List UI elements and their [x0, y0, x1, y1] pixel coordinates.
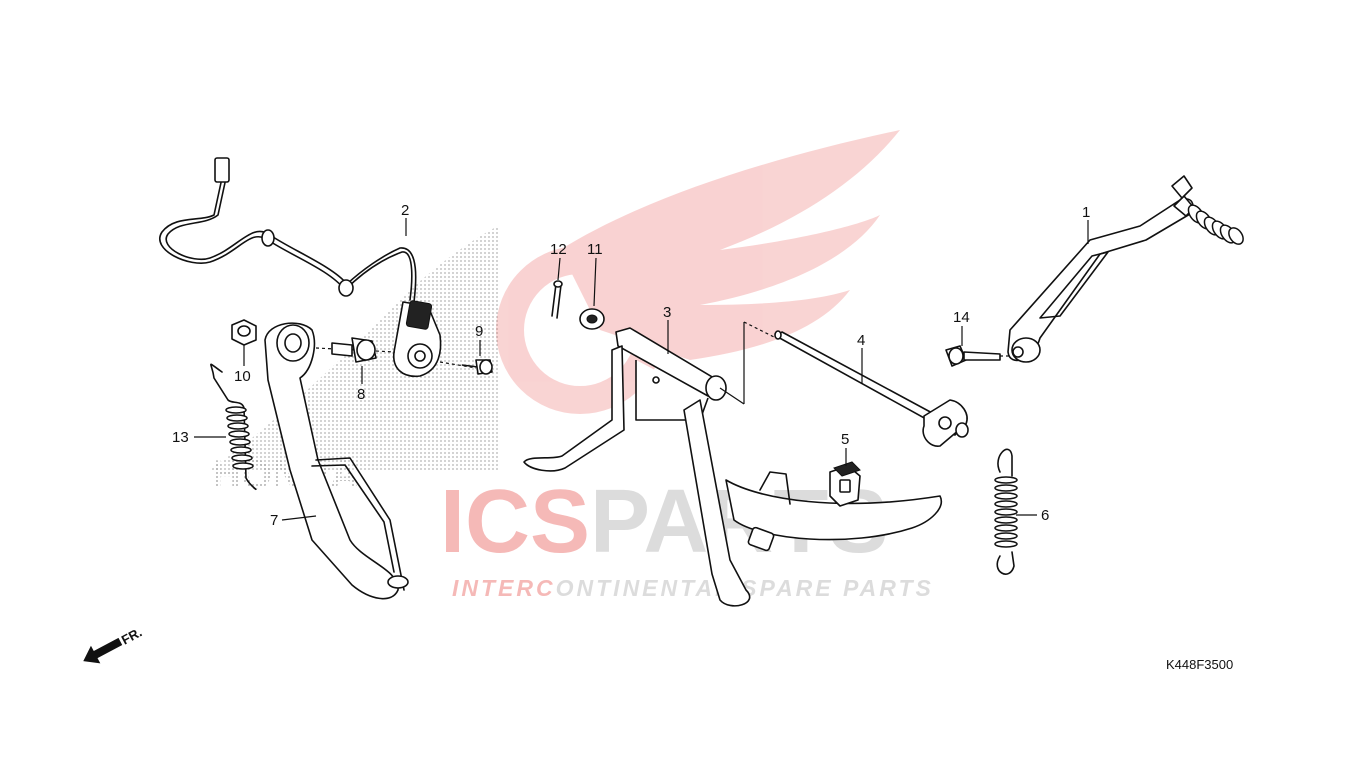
- callout-13: 13: [172, 429, 189, 446]
- watermark-brand-ics: ICS: [440, 472, 590, 572]
- callout-12: 12: [550, 241, 567, 258]
- kick-starter-arm-part[interactable]: [1007, 175, 1246, 363]
- pivot-bolt-part[interactable]: [315, 337, 396, 363]
- callout-1: 1: [1082, 204, 1090, 221]
- ics-wing-logo: [496, 130, 900, 414]
- leader-lines: [194, 218, 1089, 521]
- rubber-stopper-part[interactable]: [829, 461, 861, 507]
- callout-4: 4: [857, 332, 865, 349]
- bolt-9-part[interactable]: [439, 359, 493, 375]
- side-stand-switch-part[interactable]: [159, 157, 442, 377]
- main-stand-spring-part[interactable]: [994, 448, 1018, 575]
- callout-2: 2: [401, 202, 409, 219]
- main-stand-shaft-part[interactable]: [743, 321, 969, 447]
- callout-10: 10: [234, 368, 251, 385]
- side-stand-spring-part[interactable]: [210, 363, 257, 491]
- watermark-tagline-accent: INTERC: [452, 575, 556, 601]
- cotter-pin-part[interactable]: [551, 280, 563, 319]
- side-stand-part[interactable]: [264, 322, 409, 600]
- callout-6: 6: [1041, 507, 1049, 524]
- callout-9: 9: [475, 323, 483, 340]
- washer-part[interactable]: [579, 308, 605, 330]
- main-stand-part[interactable]: [523, 322, 943, 607]
- nut-part[interactable]: [231, 319, 257, 346]
- kick-arm-bolt-part[interactable]: [945, 345, 1018, 367]
- front-arrow-icon: [83, 637, 123, 664]
- callout-11: 11: [587, 241, 603, 258]
- front-direction-indicator: FR.: [83, 624, 145, 664]
- callout-labels: 1 2 3 4 5 6 7 8 9 10 11 12 13 14: [172, 202, 1090, 529]
- callout-8: 8: [357, 386, 365, 403]
- svg-text:INTERCONTINENTAL SPARE PARTS: INTERCONTINENTAL SPARE PARTS: [452, 575, 934, 601]
- diagram-code: K448F3500: [1166, 657, 1233, 672]
- honda-wing-watermark: HONDA: [210, 225, 500, 497]
- callout-3: 3: [663, 304, 671, 321]
- callout-7: 7: [270, 512, 278, 529]
- front-label: FR.: [119, 624, 145, 647]
- callout-14: 14: [953, 309, 970, 326]
- callout-5: 5: [841, 431, 849, 448]
